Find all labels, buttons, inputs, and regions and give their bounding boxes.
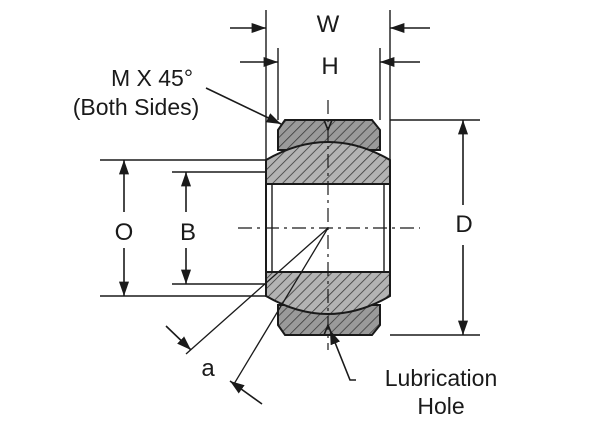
center-lines xyxy=(238,100,420,350)
dimension-o xyxy=(100,159,266,297)
label-lubrication-line1: Lubrication xyxy=(385,365,498,391)
outer-race-bottom xyxy=(277,304,381,336)
dimension-d xyxy=(390,119,480,336)
label-w: W xyxy=(317,11,340,38)
dimension-b xyxy=(172,171,266,285)
label-chamfer-line2: (Both Sides) xyxy=(73,94,200,120)
dimension-w xyxy=(230,10,430,160)
label-o: O xyxy=(115,219,134,246)
lubrication-leader xyxy=(329,329,356,381)
label-d: D xyxy=(455,211,472,238)
label-h: H xyxy=(321,53,338,80)
label-a: a xyxy=(201,355,215,382)
label-b: B xyxy=(180,219,196,246)
label-lubrication-line2: Hole xyxy=(417,393,464,419)
chamfer-leader xyxy=(205,87,282,125)
dimension-h xyxy=(240,48,420,120)
label-chamfer-line1: M X 45° xyxy=(111,65,193,91)
dimension-a xyxy=(165,227,329,405)
outer-race-top xyxy=(277,119,381,151)
